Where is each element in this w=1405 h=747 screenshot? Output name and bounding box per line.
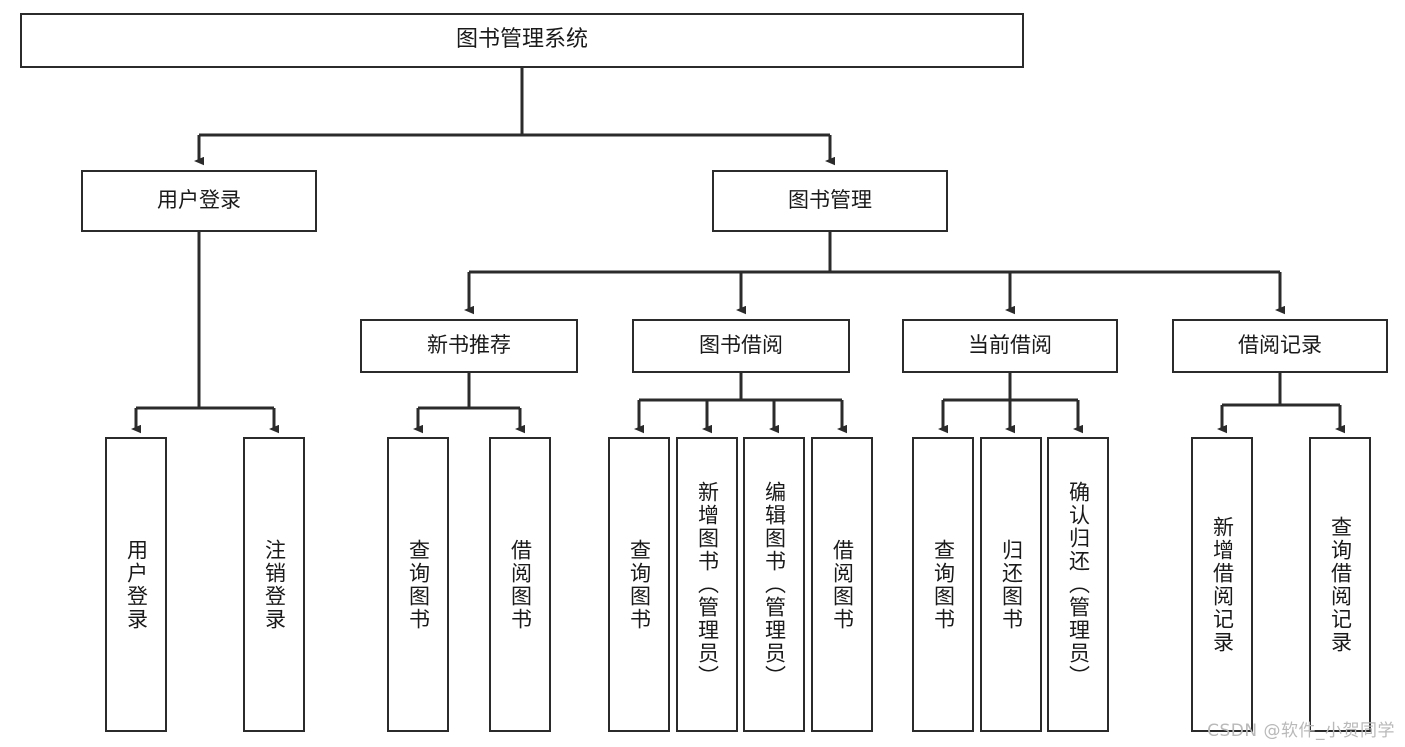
leaf-borrow-record-add-label: 新增借阅记录 [1210, 515, 1235, 654]
leaf-user-login-signout-label: 注销登录 [262, 538, 287, 631]
leaf-current-borrow-return[interactable]: 归还图书 [980, 437, 1042, 732]
leaf-current-borrow-confirm[interactable]: 确认归还（管理员） [1047, 437, 1109, 732]
node-current-borrow[interactable]: 当前借阅 [902, 319, 1118, 373]
node-book-manage-label: 图书管理 [788, 188, 872, 213]
leaf-book-borrow-query-label: 查询图书 [627, 538, 652, 631]
node-borrow-record-label: 借阅记录 [1238, 333, 1322, 358]
leaf-user-login-signin-label: 用户登录 [124, 538, 149, 631]
node-user-login-label: 用户登录 [157, 188, 241, 213]
node-user-login[interactable]: 用户登录 [81, 170, 317, 232]
node-book-borrow-label: 图书借阅 [699, 333, 783, 358]
node-new-book-recommend[interactable]: 新书推荐 [360, 319, 578, 373]
leaf-book-borrow-add[interactable]: 新增图书（管理员） [676, 437, 738, 732]
leaf-current-borrow-confirm-label: 确认归还（管理员） [1066, 481, 1091, 688]
leaf-book-borrow-lend[interactable]: 借阅图书 [811, 437, 873, 732]
leaf-current-borrow-query-label: 查询图书 [931, 538, 956, 631]
leaf-book-borrow-query[interactable]: 查询图书 [608, 437, 670, 732]
leaf-current-borrow-query[interactable]: 查询图书 [912, 437, 974, 732]
node-borrow-record[interactable]: 借阅记录 [1172, 319, 1388, 373]
leaf-new-book-query-label: 查询图书 [406, 538, 431, 631]
leaf-book-borrow-edit[interactable]: 编辑图书（管理员） [743, 437, 805, 732]
node-book-manage[interactable]: 图书管理 [712, 170, 948, 232]
leaf-borrow-record-query-label: 查询借阅记录 [1328, 515, 1353, 654]
node-new-book-recommend-label: 新书推荐 [427, 333, 511, 358]
leaf-user-login-signout[interactable]: 注销登录 [243, 437, 305, 732]
watermark-text: CSDN @软件_小贺同学 [1207, 721, 1395, 741]
node-current-borrow-label: 当前借阅 [968, 333, 1052, 358]
node-root[interactable]: 图书管理系统 [20, 13, 1024, 68]
leaf-book-borrow-lend-label: 借阅图书 [830, 538, 855, 631]
leaf-user-login-signin[interactable]: 用户登录 [105, 437, 167, 732]
leaf-book-borrow-edit-label: 编辑图书（管理员） [762, 481, 787, 688]
leaf-current-borrow-return-label: 归还图书 [999, 538, 1024, 631]
node-root-label: 图书管理系统 [455, 27, 588, 53]
leaf-new-book-borrow-label: 借阅图书 [508, 538, 533, 631]
leaf-borrow-record-query[interactable]: 查询借阅记录 [1309, 437, 1371, 732]
leaf-book-borrow-add-label: 新增图书（管理员） [695, 481, 720, 688]
leaf-new-book-borrow[interactable]: 借阅图书 [489, 437, 551, 732]
node-book-borrow[interactable]: 图书借阅 [632, 319, 850, 373]
leaf-borrow-record-add[interactable]: 新增借阅记录 [1191, 437, 1253, 732]
leaf-new-book-query[interactable]: 查询图书 [387, 437, 449, 732]
